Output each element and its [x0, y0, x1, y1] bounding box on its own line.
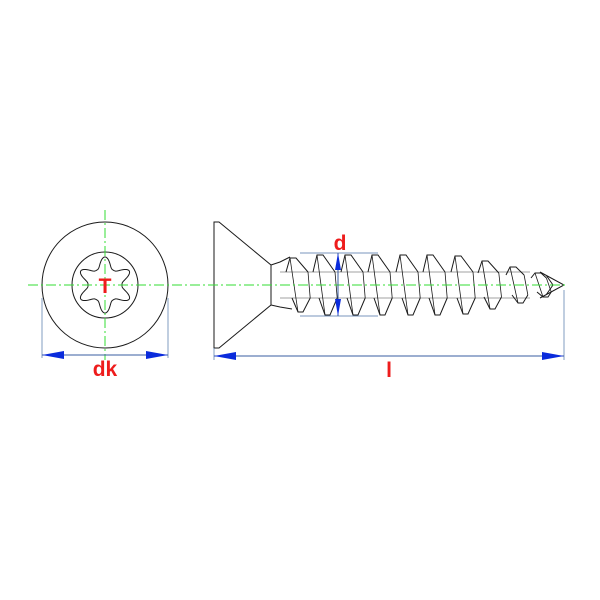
thread-flight	[395, 254, 421, 316]
thread-flight	[530, 272, 552, 298]
length-label: l	[386, 359, 392, 382]
l-arrow-right	[542, 352, 564, 360]
thread-flight	[477, 260, 502, 310]
screw-shank	[270, 256, 293, 310]
thread-flight	[505, 266, 529, 304]
dimension-d	[300, 252, 378, 317]
thread-flight	[450, 255, 476, 315]
drive-label: T	[99, 275, 112, 298]
thread-flight	[422, 254, 448, 316]
d-arrow-bottom	[335, 299, 341, 316]
head-diameter-label: dk	[93, 358, 118, 381]
d-arrow-top	[335, 253, 341, 270]
dimension-length	[213, 290, 565, 360]
dimension-dk	[41, 298, 169, 359]
thread-flight	[312, 254, 338, 316]
dk-arrow-left	[42, 351, 64, 359]
center-lines	[28, 210, 568, 360]
thread-flight	[367, 254, 393, 316]
thread-root-lines	[280, 271, 530, 299]
l-arrow-left	[214, 352, 236, 360]
dk-arrow-right	[146, 351, 168, 359]
thread-diameter-label: d	[334, 232, 347, 255]
thread-flight	[285, 257, 311, 313]
thread-flight	[340, 254, 366, 316]
